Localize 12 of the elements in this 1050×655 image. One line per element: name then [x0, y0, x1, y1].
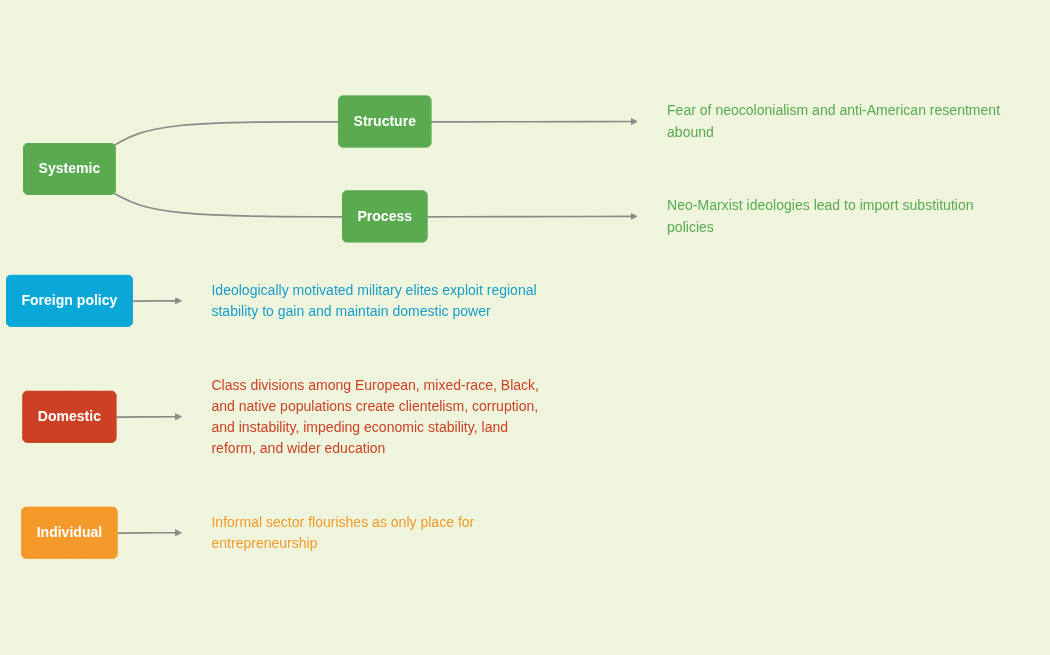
connector: [113, 121, 340, 147]
node-text: Ideologically motivated military elites exploit regional stability to gain and maintain domestic power: [211, 282, 537, 320]
connector: [113, 193, 344, 219]
arrow: [426, 213, 638, 221]
arrow: [115, 413, 183, 421]
node-text: Neo-Marxist ideologies lead to import substitution policies: [667, 198, 974, 235]
node-text: Fear of neocolonialism and anti-American resentment abound: [667, 103, 1001, 141]
arrow: [430, 118, 638, 126]
node-text: Class divisions among European, mixed-race, Black, and native populations create clientelism, corruption, and instability, impeding economic stability, land reform, and wider education: [211, 377, 539, 457]
arrow: [116, 529, 183, 537]
arrow: [131, 297, 183, 305]
node-text: Informal sector flourishes as only place for entrepreneurship: [211, 514, 475, 552]
